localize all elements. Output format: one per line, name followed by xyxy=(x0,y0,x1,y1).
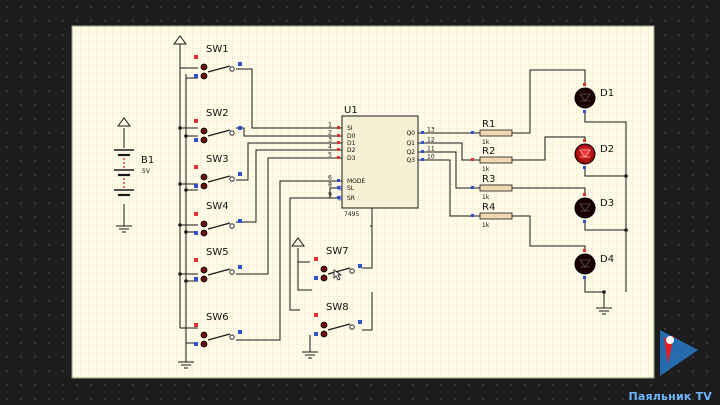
led-d4[interactable]: D4 xyxy=(574,249,614,279)
chip-pin-label: SL xyxy=(347,185,355,192)
chip-pin-sl: 8 SL xyxy=(328,182,355,193)
battery-b1[interactable] xyxy=(114,149,134,197)
chip-u1[interactable] xyxy=(341,115,419,209)
led-ref: D3 xyxy=(600,198,614,209)
led-ref: D2 xyxy=(600,144,614,155)
switch-ref: SW8 xyxy=(326,302,349,313)
resistor-value: 1k xyxy=(482,166,490,173)
chip-pin-label: Q2 xyxy=(406,149,415,156)
switch-sw8[interactable]: SW8 xyxy=(314,302,362,338)
channel-logo xyxy=(660,330,698,376)
chip-pin-label: D2 xyxy=(347,147,356,154)
switch-sw1[interactable]: SW1 xyxy=(194,44,242,80)
chip-pin-si: 1 SI xyxy=(328,122,353,133)
switch-sw7[interactable]: SW7 xyxy=(314,246,362,282)
resistor-r2[interactable]: R2 1k xyxy=(470,146,516,173)
chip-pin-mode: 6 MODE xyxy=(328,175,365,186)
switch-sw2[interactable]: SW2 xyxy=(194,108,242,144)
battery-ref: B1 xyxy=(141,155,154,166)
resistor-ref: R4 xyxy=(482,202,495,213)
led-d1[interactable]: D1 xyxy=(574,83,614,113)
switch-ref: SW7 xyxy=(326,246,349,257)
chip-pin-number: 2 xyxy=(328,130,332,137)
chip-pin-d1: 3 D1 xyxy=(328,137,355,148)
chip-pin-number: 6 xyxy=(328,175,332,182)
chip-pin-label: D1 xyxy=(347,140,356,147)
channel-watermark: Паяльник TV xyxy=(628,390,712,403)
power-terminal-icon xyxy=(117,35,305,247)
chip-pin-label: D0 xyxy=(347,133,356,140)
resistor-ref: R3 xyxy=(482,174,495,185)
switch-ref: SW3 xyxy=(206,154,229,165)
chip-pin-number: 12 xyxy=(427,137,435,144)
chip-pin-q3: Q3 10 xyxy=(406,154,434,165)
led-ref: D1 xyxy=(600,88,614,99)
switch-ref: SW2 xyxy=(206,108,229,119)
resistor-value: 1k xyxy=(482,222,490,229)
switch-sw4[interactable]: SW4 xyxy=(194,201,242,237)
switch-sw3[interactable]: SW3 xyxy=(194,154,242,190)
wires xyxy=(123,46,627,362)
chip-pin-q2: Q2 11 xyxy=(406,146,434,157)
battery-value: 5V xyxy=(142,168,151,175)
switch-ref: SW5 xyxy=(206,247,229,258)
cursor-hand-icon xyxy=(333,269,343,281)
chip-pin-q1: Q1 12 xyxy=(406,137,434,148)
chip-pin-number: 1 xyxy=(328,122,332,129)
junctions xyxy=(178,126,628,294)
switch-ref: SW1 xyxy=(206,44,229,55)
chip-pin-label: Q3 xyxy=(406,157,415,164)
switch-sw6[interactable]: SW6 xyxy=(194,312,242,348)
chip-pin-number: 11 xyxy=(427,146,435,153)
chip-pin-label: D3 xyxy=(347,155,356,162)
chip-pin-number: 9 xyxy=(328,192,332,199)
resistor-r4[interactable]: R4 1k xyxy=(470,202,516,229)
resistor-ref: R2 xyxy=(482,146,495,157)
chip-pin-label: SR xyxy=(347,195,355,202)
chip-pin-d3: 5 D3 xyxy=(328,152,355,163)
switch-sw5[interactable]: SW5 xyxy=(194,247,242,283)
chip-pin-d2: 4 D2 xyxy=(328,144,355,155)
switch-ref: SW4 xyxy=(206,201,229,212)
resistor-ref: R1 xyxy=(482,119,495,130)
chip-pin-number: 8 xyxy=(328,182,332,189)
chip-pin-label: Q0 xyxy=(406,130,415,137)
resistor-value: 1k xyxy=(482,139,490,146)
chip-pin-q0: Q0 13 xyxy=(406,127,434,138)
chip-part: 7495 xyxy=(344,211,359,218)
led-ref: D4 xyxy=(600,254,614,265)
resistor-value: 1k xyxy=(482,194,490,201)
switch-ref: SW6 xyxy=(206,312,229,323)
chip-pin-label: MODE xyxy=(347,178,366,185)
chip-pin-sr: 9 SR xyxy=(328,192,355,203)
chip-pin-number: 4 xyxy=(328,144,332,151)
chip-pin-number: 10 xyxy=(427,154,435,161)
led-d2[interactable]: D2 xyxy=(574,139,614,169)
chip-pin-label: SI xyxy=(347,125,353,132)
led-d3[interactable]: D3 xyxy=(574,193,614,223)
resistor-r3[interactable]: R3 1k xyxy=(470,174,516,201)
chip-ref: U1 xyxy=(344,105,358,116)
resistor-r1[interactable]: R1 1k xyxy=(470,119,516,146)
chip-pin-label: Q1 xyxy=(406,140,415,147)
chip-pin-number: 13 xyxy=(427,127,435,134)
chip-pin-number: 5 xyxy=(328,152,332,159)
ground-icon xyxy=(116,225,612,369)
chip-pin-number: 3 xyxy=(328,137,332,144)
chip-pin-d0: 2 D0 xyxy=(328,130,355,141)
